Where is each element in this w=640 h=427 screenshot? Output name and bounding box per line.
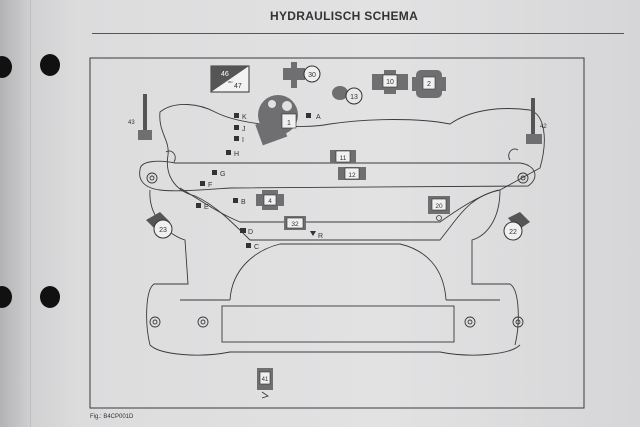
label-12: 12 [348,172,356,179]
marker-H: H [234,151,239,158]
marker-R: R [318,233,323,240]
label-10: 10 [386,79,394,86]
marker-J: J [242,126,246,133]
label-41: 41 [262,377,269,383]
label-42: 42 [540,124,547,130]
component-32: 32 [284,216,306,230]
punch-hole-prev-page-bottom [0,286,12,308]
label-43: 43 [128,120,135,126]
label-22: 22 [509,229,517,236]
subframe-outline [139,104,545,356]
component-43-sensor: 43 [128,94,152,140]
component-badge-46-47: 46 ou 47 [210,65,250,93]
marker-I: I [242,137,244,144]
page-title: HYDRAULISCH SCHEMA [270,9,419,23]
label-4: 4 [268,198,272,205]
marker-E: E [204,204,209,211]
badge-ou: ou [228,79,232,84]
component-22-brake-right: 22 [503,212,530,241]
label-32: 32 [291,221,299,228]
component-1-main-unit: 1 [255,95,298,146]
marker-D: D [248,229,253,236]
label-1: 1 [287,120,291,127]
component-23-brake-left: 23 [146,212,173,239]
label-13: 13 [350,94,358,101]
component-12: 12 [338,167,366,180]
marker-A: A [316,114,321,121]
marker-B: B [241,199,246,206]
label-23: 23 [159,227,167,234]
letter-markers: A K J I H G F E B D C R [196,113,323,251]
punch-hole-bottom [40,286,60,308]
punch-hole-top [40,54,60,76]
component-11: 11 [330,150,356,163]
component-30-valve: 30 [283,62,321,88]
component-42-sensor: 42 [526,98,547,144]
punch-hole-prev-page-top [0,56,12,78]
badge-top-number: 46 [221,71,229,78]
component-4-connector: 4 [256,190,284,210]
component-13-reservoir: 13 [332,86,363,105]
component-10-block: 10 [372,70,408,94]
diagram-frame [89,57,585,409]
component-41-sensor: 41 [257,368,273,399]
label-11: 11 [340,155,347,162]
marker-F: F [208,182,212,189]
component-20-switch: 20 [428,196,450,221]
badge-bottom-number: 47 [234,83,242,90]
label-20: 20 [435,203,443,210]
component-2-pump: 2 [412,70,446,98]
figure-caption: Fig.: B4CP001D [90,414,134,420]
label-2: 2 [427,81,431,88]
marker-C: C [254,244,259,251]
marker-G: G [220,171,225,178]
marker-K: K [242,114,247,121]
title-divider [92,33,624,34]
label-30: 30 [308,72,316,79]
